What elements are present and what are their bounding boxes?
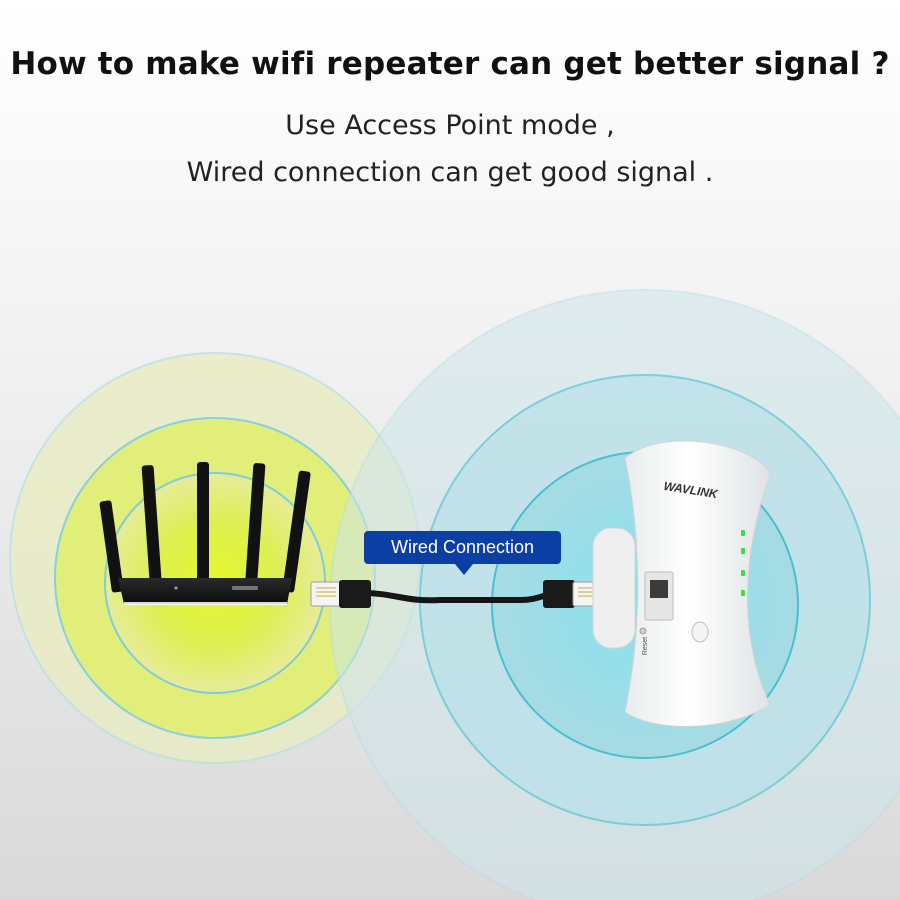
reset-hole <box>639 627 647 635</box>
rj45-plug-left <box>310 581 342 607</box>
rj45-boot-left <box>339 580 371 608</box>
led-signal <box>741 590 745 596</box>
wps-button <box>691 621 709 643</box>
ethernet-cable <box>310 580 604 608</box>
subheadline-line-1: Use Access Point mode , <box>285 110 615 141</box>
led-lan <box>741 570 745 576</box>
subheadline-line-2: Wired connection can get good signal . <box>186 157 714 188</box>
wired-connection-callout: Wired Connection <box>364 531 561 564</box>
led-wifi <box>741 548 745 554</box>
rj45-boot-right <box>543 580 575 608</box>
wifi-repeater-icon: Reset WAVLINK <box>592 440 771 727</box>
led-power <box>741 530 745 536</box>
headline: How to make wifi repeater can get better… <box>10 46 890 82</box>
callout-pointer <box>455 564 473 575</box>
reset-label: Reset <box>642 637 649 655</box>
router-icon <box>99 462 311 605</box>
